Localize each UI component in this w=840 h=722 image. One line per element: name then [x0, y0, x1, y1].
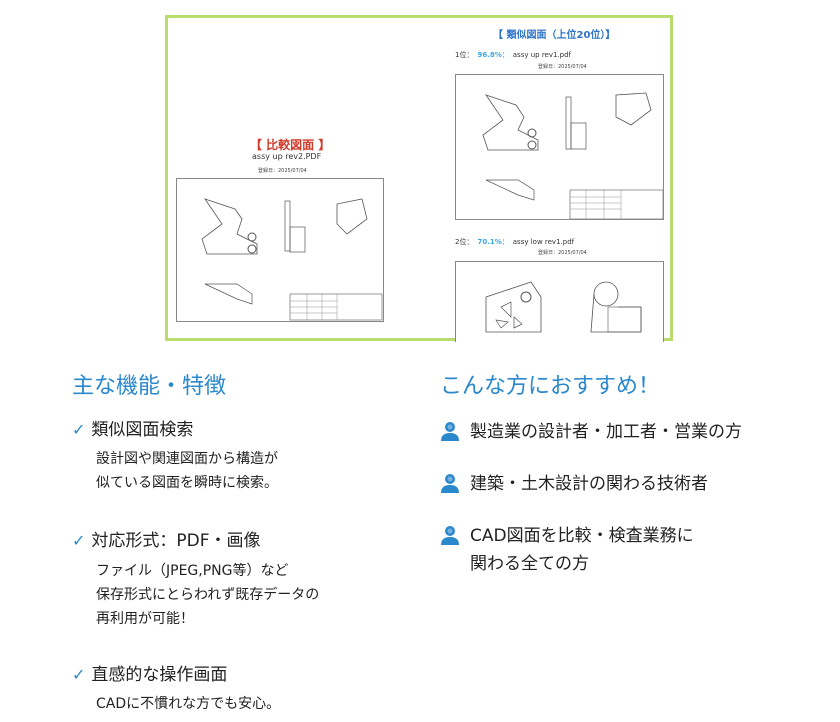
compare-drawing: [176, 178, 384, 322]
result-2-header: 2位：70.1%：assy low rev1.pdf: [455, 237, 574, 247]
similarity-percent: 96.8%：: [477, 51, 509, 59]
feature-description: 設計図や関連図面から構造が 似ている図面を瞬時に検索。: [96, 447, 278, 495]
result-1-drawing[interactable]: [455, 74, 664, 220]
person-icon: [441, 526, 459, 545]
feature-title: ✓ 直感的な操作画面: [72, 660, 227, 685]
similarity-percent: 70.1%：: [477, 238, 509, 246]
recommend-item: 製造業の設計者・加工者・営業の方: [440, 418, 742, 446]
description-line: 再利用が可能！: [96, 611, 194, 627]
description-line: 保存形式にとらわれず既存データの: [96, 587, 320, 603]
recommend-text: CAD図面を比較・検査業務に: [470, 526, 694, 546]
cad-drawing-image: [482, 92, 664, 220]
result-filename: assy low rev1.pdf: [512, 238, 575, 246]
result-2-drawing[interactable]: [455, 261, 664, 342]
description-line: CADに不慣れな方でも安心。: [96, 696, 281, 712]
features-heading: 主な機能・特徴: [72, 374, 227, 399]
feature-title: ✓ 類似図面検索: [72, 415, 193, 440]
recommend-item: CAD図面を比較・検査業務に関わる全ての方: [440, 522, 694, 578]
result-filename: assy up rev1.pdf: [512, 51, 572, 59]
feature-title-text: 直感的な操作画面: [91, 665, 228, 685]
compare-title: 【 比較図面 】: [250, 138, 331, 152]
feature-title-text: 対応形式：PDF・画像: [91, 531, 261, 551]
feature-title-text: 類似図面検索: [91, 420, 194, 440]
feature-title: ✓ 対応形式：PDF・画像: [72, 526, 261, 551]
recommend-text: 関わる全ての方: [470, 554, 589, 574]
recommend-heading: こんな方におすすめ！: [440, 374, 661, 399]
description-line: 設計図や関連図面から構造が: [96, 451, 278, 467]
result-2-date: 登録日：2025/07/04: [538, 250, 587, 256]
compare-filename: assy up rev2.PDF: [252, 152, 322, 161]
result-rank: 1位：: [455, 51, 474, 59]
person-icon: [441, 422, 459, 441]
result-1-date: 登録日：2025/07/04: [538, 64, 587, 70]
compare-date: 登録日：2025/07/04: [258, 168, 307, 174]
check-icon: ✓: [72, 420, 86, 439]
similar-title: 【 類似図面（上位20位）】: [493, 30, 616, 41]
check-icon: ✓: [72, 665, 86, 684]
check-icon: ✓: [72, 531, 86, 550]
recommend-item: 建築・土木設計の関わる技術者: [440, 470, 708, 498]
feature-description: ファイル（JPEG,PNG等）など 保存形式にとらわれず既存データの 再利用が可…: [96, 559, 319, 631]
recommend-text: 製造業の設計者・加工者・営業の方: [470, 422, 742, 442]
result-rank: 2位：: [455, 238, 474, 246]
feature-description: CADに不慣れな方でも安心。: [96, 692, 280, 716]
drawing-comparison-panel: 【 比較図面 】 assy up rev2.PDF 登録日：2025/07/04…: [165, 15, 673, 342]
description-line: 似ている図面を瞬時に検索。: [96, 475, 278, 491]
description-line: ファイル（JPEG,PNG等）など: [96, 563, 289, 579]
result-1-header: 1位：96.8%：assy up rev1.pdf: [455, 50, 571, 60]
cad-drawing-image: [201, 198, 383, 321]
cad-drawing-image: [485, 281, 642, 333]
recommend-text: 建築・土木設計の関わる技術者: [470, 474, 708, 494]
person-icon: [441, 474, 459, 493]
